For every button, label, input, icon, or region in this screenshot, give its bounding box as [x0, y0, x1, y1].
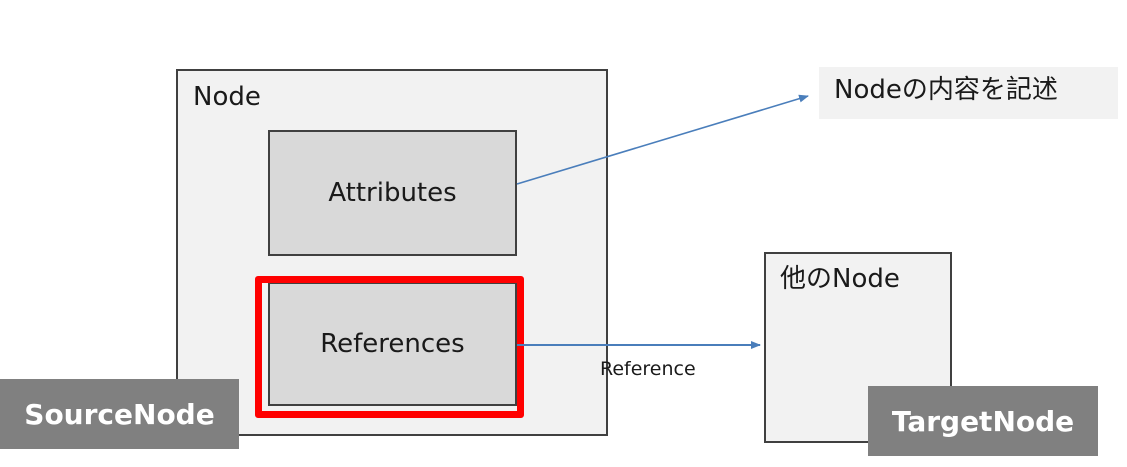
attributes-box: Attributes [268, 130, 517, 256]
source-node-tag: SourceNode [0, 379, 239, 449]
other-node-title: 他のNode [780, 264, 900, 294]
attributes-label: Attributes [328, 178, 457, 208]
node-title: Node [193, 82, 261, 112]
references-label: References [320, 329, 465, 359]
target-node-tag: TargetNode [868, 386, 1098, 456]
references-box: References [268, 282, 517, 406]
source-node-tag-text: SourceNode [24, 397, 215, 431]
reference-edge-label: Reference [600, 358, 696, 380]
description-text: Nodeの内容を記述 [834, 75, 1058, 105]
target-node-tag-text: TargetNode [891, 404, 1075, 438]
description-box [819, 67, 1118, 119]
references-highlight-frame [255, 276, 524, 418]
